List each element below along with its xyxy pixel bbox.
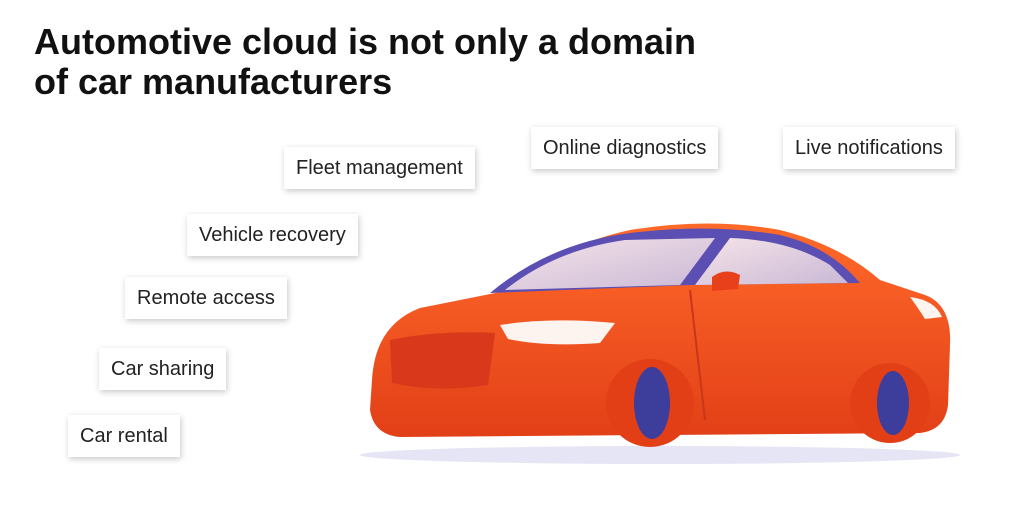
car-headlight <box>500 320 615 345</box>
label-online-diagnostics: Online diagnostics <box>531 127 719 169</box>
label-live-notifications: Live notifications <box>783 127 955 169</box>
label-car-rental: Car rental <box>68 415 180 457</box>
car-illustration <box>360 205 1000 475</box>
title-line-1: Automotive cloud is not only a domain <box>34 21 697 62</box>
page-title: Automotive cloud is not only a domain of… <box>34 22 854 102</box>
label-car-sharing: Car sharing <box>99 348 227 390</box>
car-rear-wheel <box>877 371 909 435</box>
label-remote-access: Remote access <box>125 277 287 319</box>
car-shadow <box>360 446 960 464</box>
label-vehicle-recovery: Vehicle recovery <box>187 214 358 256</box>
car-taillight <box>910 297 942 319</box>
car-windshield <box>505 238 715 290</box>
car-front-wheel <box>634 367 670 439</box>
car-door-line <box>689 289 706 421</box>
car-grille <box>390 332 495 389</box>
title-line-2: of car manufacturers <box>34 61 393 102</box>
car-icon <box>360 223 960 464</box>
car-mirror <box>712 271 740 291</box>
label-fleet-management: Fleet management <box>284 147 475 189</box>
